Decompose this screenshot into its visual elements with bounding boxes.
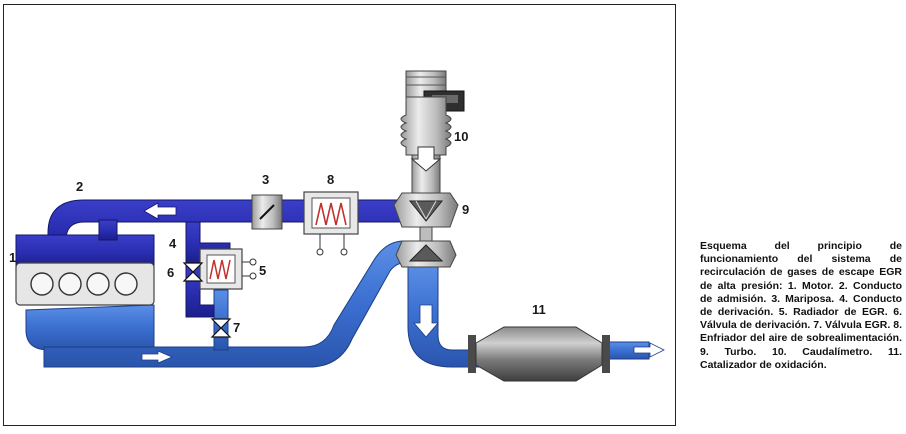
label-7: 7 — [233, 320, 240, 335]
label-2: 2 — [76, 179, 83, 194]
oxidation-catalyst — [468, 326, 610, 382]
label-5: 5 — [259, 263, 266, 278]
bypass-valve — [182, 262, 204, 282]
label-6: 6 — [167, 265, 174, 280]
charge-air-cooler — [303, 191, 359, 256]
label-4: 4 — [169, 236, 177, 251]
label-3: 3 — [262, 172, 269, 187]
egr-valve — [210, 318, 232, 338]
label-1: 1 — [9, 250, 16, 265]
label-9: 9 — [462, 202, 469, 217]
egr-diagram: 1 2 3 4 5 6 7 8 9 10 11 — [9, 70, 665, 382]
egr-cooler — [199, 248, 257, 290]
engine — [15, 262, 155, 306]
throttle-valve — [251, 194, 283, 230]
label-8: 8 — [327, 172, 334, 187]
label-10: 10 — [454, 129, 468, 144]
diagram-frame: 1 2 3 4 5 6 7 8 9 10 11 — [3, 4, 676, 426]
figure-caption: Esquema del principio de funcionamiento … — [700, 240, 902, 371]
turbocharger — [393, 192, 459, 268]
part-labels: 1 2 3 4 5 6 7 8 9 10 11 — [9, 129, 546, 335]
flow-arrows — [141, 202, 665, 364]
flow-meter — [400, 70, 465, 196]
label-11: 11 — [532, 302, 546, 317]
